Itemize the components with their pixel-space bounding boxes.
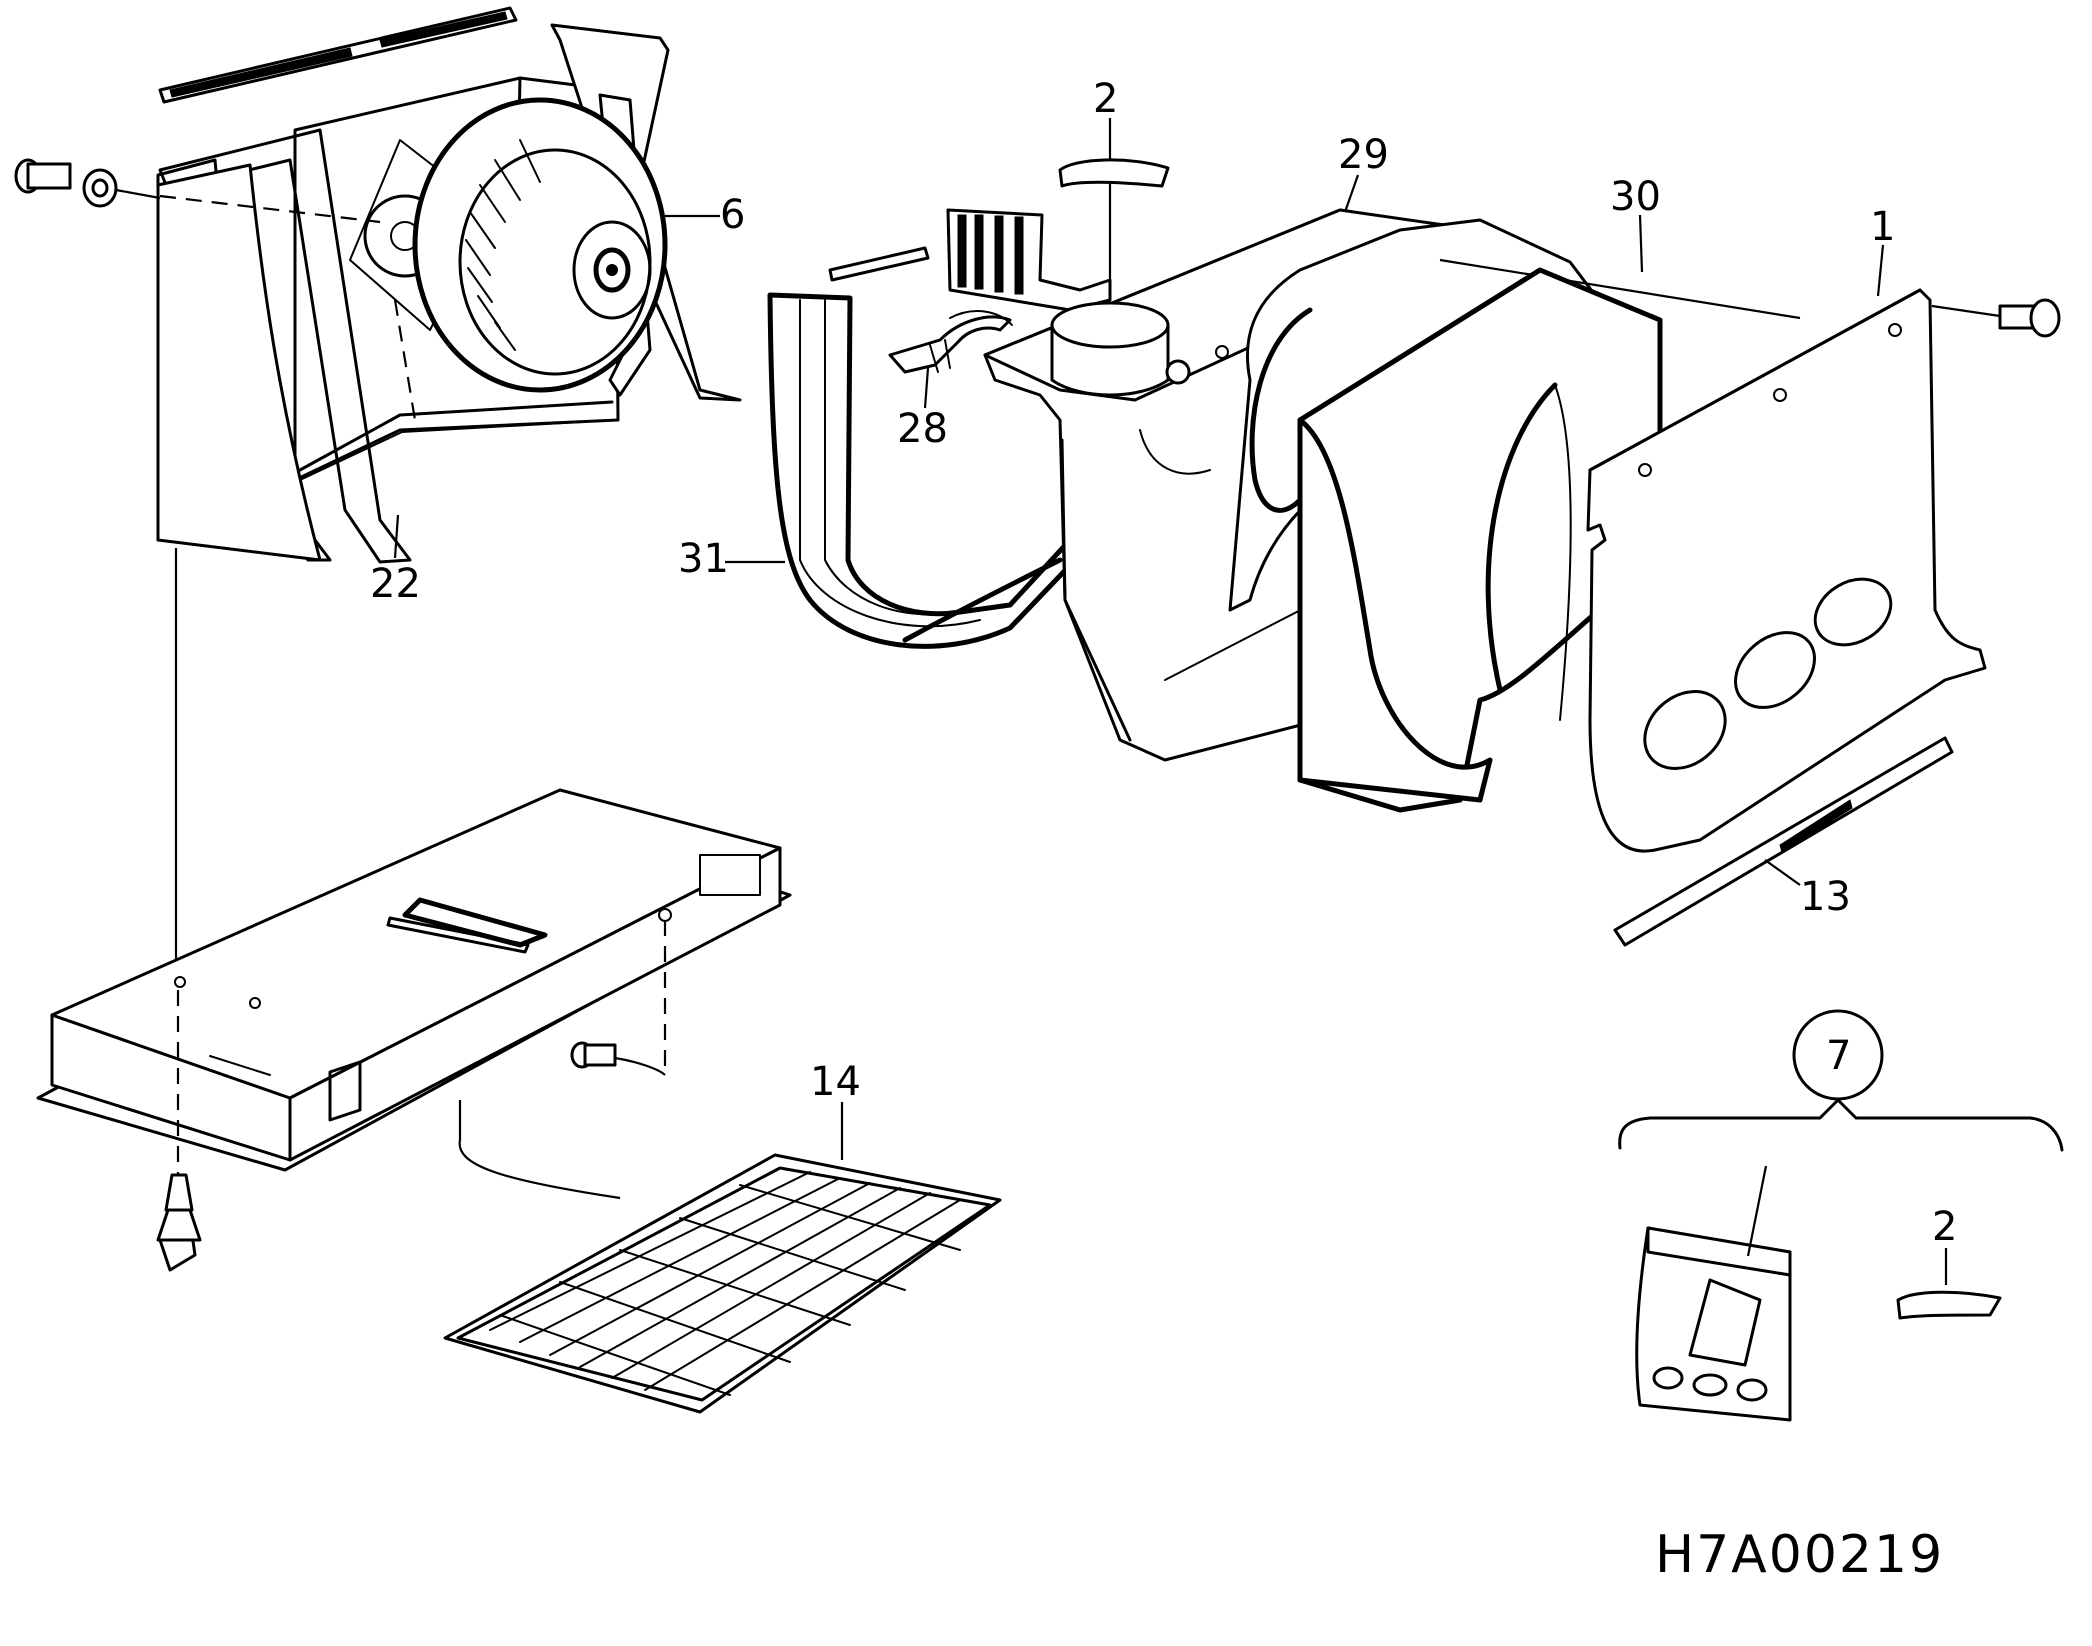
duct-seal: [946, 208, 1112, 312]
callout-1: 1: [1870, 204, 1895, 250]
screw-base: [570, 1041, 666, 1076]
callout-leaders: [393, 118, 2002, 1320]
parts-kit-7: [1618, 1009, 2064, 1422]
callout-30: 30: [1610, 174, 1661, 220]
bolt-and-nut: [14, 158, 161, 208]
filter-14: [443, 1100, 1002, 1414]
back-panel-1: [1586, 288, 2061, 853]
base-pan: [36, 788, 792, 1200]
callout-2-top: 2: [1093, 76, 1118, 122]
callout-13: 13: [1800, 874, 1851, 920]
callout-2-kit: 2: [1932, 1204, 1957, 1250]
duct-channel-31: [767, 292, 1078, 649]
callout-22: 22: [370, 561, 421, 607]
callout-6: 6: [720, 192, 745, 238]
callout-7: 7: [1826, 1033, 1851, 1079]
callout-numbers: 2 29 30 1 6 22 28 31 13 14 7 2: [370, 76, 1957, 1250]
blower-wheel: [412, 97, 668, 393]
top-strip: [158, 6, 518, 104]
callout-28: 28: [897, 406, 948, 452]
fan-housing-assembly: [14, 6, 742, 990]
small-strip: [828, 246, 930, 282]
screw-right: [1931, 298, 2061, 338]
seal-strip-13: [1613, 736, 1954, 947]
callout-31: 31: [678, 536, 729, 582]
callout-29: 29: [1338, 132, 1389, 178]
push-pin: [156, 1173, 202, 1272]
clip-28: [888, 310, 1013, 374]
drawing-code: H7A00219: [1655, 1525, 1944, 1585]
callout-14: 14: [810, 1059, 861, 1105]
hardware-bag: [1635, 1165, 1792, 1422]
